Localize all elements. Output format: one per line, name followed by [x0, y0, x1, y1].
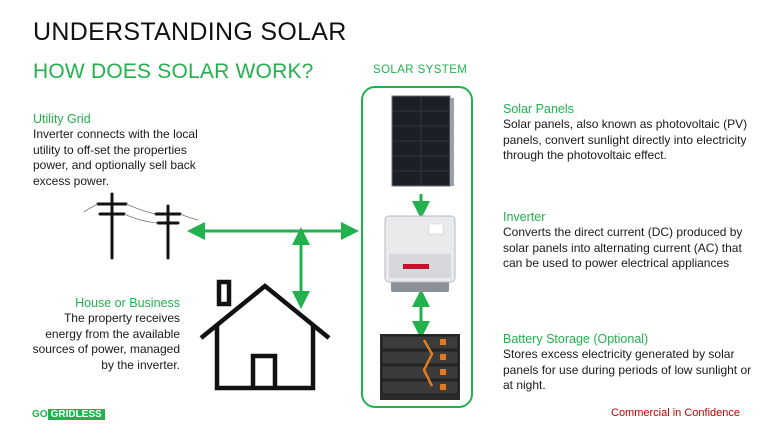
solar-system-label: SOLAR SYSTEM: [373, 64, 468, 76]
utility-poles-icon: [83, 192, 199, 260]
house-description: The property receives energy from the av…: [32, 311, 180, 372]
solar-system-box: [361, 86, 473, 408]
utility-grid-section: Utility Grid Inverter connects with the …: [33, 112, 198, 189]
battery-stack-icon: [380, 334, 460, 400]
battery-heading: Battery Storage (Optional): [503, 332, 649, 346]
inverter-heading: Inverter: [503, 210, 546, 224]
confidentiality-notice: Commercial in Confidence: [611, 407, 740, 419]
brand-prefix: GO: [32, 409, 48, 420]
solar-panels-section: Solar Panels Solar panels, also known as…: [503, 102, 758, 164]
battery-description: Stores excess electricity generated by s…: [503, 347, 752, 392]
utility-grid-description: Inverter connects with the local utility…: [33, 127, 198, 188]
page-subtitle: HOW DOES SOLAR WORK?: [33, 60, 314, 83]
battery-section: Battery Storage (Optional) Stores excess…: [503, 332, 758, 394]
inverter-description: Converts the direct current (DC) produce…: [503, 225, 743, 270]
house-section: House or Business The property receives …: [28, 296, 180, 373]
solar-panel-icon: [391, 95, 454, 187]
inverter-section: Inverter Converts the direct current (DC…: [503, 210, 758, 272]
solar-panels-heading: Solar Panels: [503, 102, 574, 116]
utility-grid-heading: Utility Grid: [33, 112, 91, 126]
page-title: UNDERSTANDING SOLAR: [33, 18, 347, 46]
inverter-icon: [384, 215, 456, 292]
brand-box: GRIDLESS: [47, 409, 105, 420]
house-heading: House or Business: [75, 296, 180, 310]
solar-panels-description: Solar panels, also known as photovoltaic…: [503, 117, 748, 162]
house-icon: [199, 279, 331, 391]
